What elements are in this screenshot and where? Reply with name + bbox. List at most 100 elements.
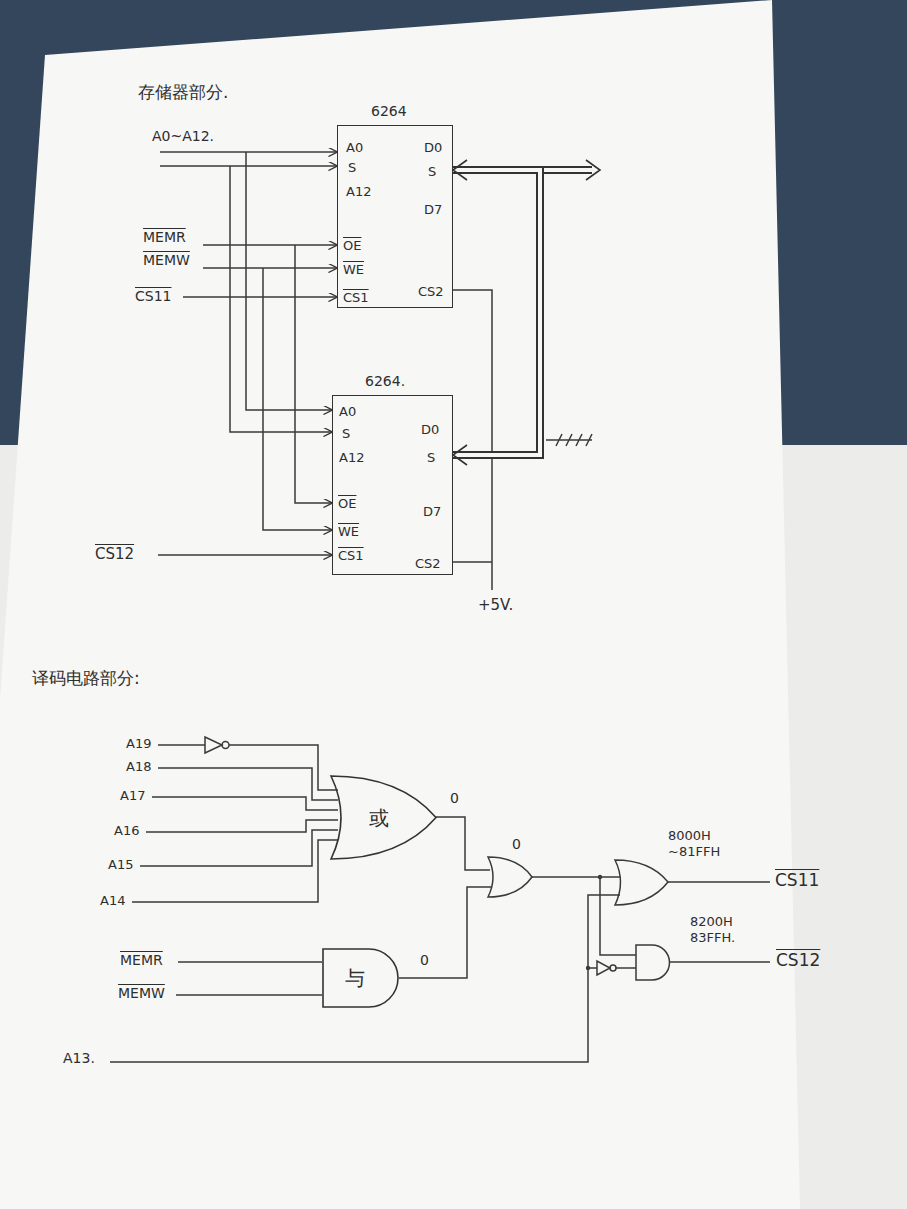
pin-label: CS1 — [343, 290, 369, 305]
signal-label: 8000H ~81FFH — [668, 828, 740, 859]
signal-label: CS12 — [776, 950, 820, 970]
wire-line — [146, 820, 338, 832]
signal-label: +5V. — [478, 596, 513, 614]
signal-label: 0 — [512, 836, 521, 853]
bus-inner — [453, 170, 540, 455]
wire-line — [110, 895, 620, 1062]
pin-label: S — [427, 450, 435, 465]
wire-line — [598, 875, 602, 879]
signal-label: CS11 — [135, 288, 171, 305]
and-gate: 与 — [322, 948, 400, 1008]
wire-line — [615, 860, 668, 905]
wire-line — [488, 857, 532, 897]
junction-dots — [586, 875, 602, 970]
wire-line — [152, 797, 338, 810]
pin-label: S — [348, 160, 356, 175]
signal-label: 译码电路部分: — [32, 668, 140, 688]
data-bus-extension — [544, 160, 600, 180]
gate-outline-path — [323, 949, 398, 1007]
signal-label: MEMW — [143, 252, 190, 269]
pin-label: D7 — [423, 504, 441, 519]
wire-line — [600, 877, 636, 955]
pin-label: A0 — [339, 404, 356, 419]
signal-label: A17 — [120, 788, 145, 804]
signal-label: A14 — [100, 893, 125, 909]
pin-label: CS2 — [418, 284, 444, 299]
wire-line — [532, 876, 620, 878]
pin-label: CS2 — [415, 556, 441, 571]
signal-label: A16 — [114, 823, 139, 839]
wire-line — [140, 830, 338, 866]
pin-label: CS1 — [338, 548, 364, 563]
memory-chip: 6264A0SA12OEWECS1D0SD7CS2 — [337, 125, 453, 308]
wire-line — [158, 744, 205, 746]
signal-label: 0 — [450, 790, 459, 807]
wire-line — [132, 840, 338, 902]
signal-label: 0 — [420, 952, 429, 969]
pin-label: A12 — [346, 184, 371, 199]
wire-line — [586, 160, 600, 180]
wire-line — [636, 945, 670, 980]
data-bus — [453, 160, 540, 465]
signal-label: A13. — [63, 1050, 95, 1067]
wire-line — [222, 742, 229, 749]
signal-label: A0~A12. — [152, 128, 214, 145]
wire-line — [203, 244, 337, 246]
pin-label: OE — [343, 238, 361, 253]
signal-label: CS12 — [95, 545, 134, 563]
wire-line — [0, 0, 800, 1209]
signal-label: 存储器部分. — [138, 82, 228, 102]
wire-line — [616, 967, 636, 969]
wire-line — [610, 965, 616, 971]
pin-label: WE — [338, 524, 359, 539]
wire-line — [230, 166, 332, 432]
pin-label: S — [342, 426, 350, 441]
arrow-head — [453, 445, 467, 465]
chip-model: 6264 — [371, 104, 407, 119]
arrow-head — [453, 160, 467, 180]
wire-line — [160, 165, 337, 167]
wire-line — [176, 994, 322, 996]
wire-line — [453, 290, 492, 590]
gate-outline-path — [331, 776, 436, 859]
wire-line — [160, 151, 337, 153]
signal-label: CS11 — [775, 870, 819, 890]
pin-label: WE — [343, 262, 364, 277]
wire-line — [183, 296, 337, 298]
wire-line — [586, 966, 590, 970]
pin-label: D7 — [424, 202, 442, 217]
bus-outline — [453, 170, 540, 455]
signal-label: MEMW — [118, 985, 165, 1002]
wire-line — [670, 961, 771, 963]
wire-line — [544, 168, 593, 172]
wire-line — [399, 887, 491, 978]
pin-label: D0 — [421, 422, 439, 437]
chip-model: 6264. — [365, 374, 405, 389]
pin-label: OE — [338, 496, 356, 511]
wire-line — [178, 961, 322, 963]
wire-line — [668, 881, 770, 883]
signal-label: A15 — [108, 857, 133, 873]
wire-line — [158, 768, 338, 800]
pin-label: A0 — [346, 140, 363, 155]
pin-label: D0 — [424, 140, 442, 155]
or-gate: 或 — [330, 775, 438, 860]
pin-label: S — [428, 164, 436, 179]
gate-symbol: 或 — [369, 807, 389, 829]
wire-line — [203, 267, 337, 269]
signal-label: 8200H 83FFH. — [690, 914, 762, 945]
pin-label: A12 — [339, 450, 364, 465]
signal-label: MEMR — [143, 229, 186, 246]
signal-label: MEMR — [120, 952, 163, 969]
wire-line — [597, 961, 610, 975]
wires — [110, 152, 770, 1062]
signal-label: A19 — [126, 736, 151, 752]
wire-line — [544, 166, 592, 174]
memory-chip: 6264.A0SA12OEWECS1D0SD7CS2 — [332, 395, 453, 575]
signal-label: A18 — [126, 759, 151, 775]
wire-line — [453, 561, 492, 563]
